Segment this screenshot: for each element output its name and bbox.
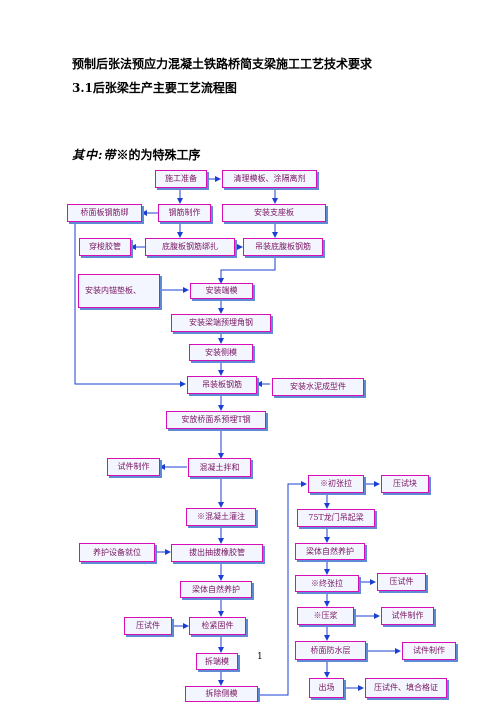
node-install-base-mold: 安装支座板 [222, 204, 326, 222]
node-rebar-fabrication: 钢筋制作 [158, 204, 211, 222]
node-construction-prep: 施工准备 [155, 170, 207, 188]
node-install-end-mold: 安装端模 [190, 283, 253, 299]
node-pull-core: 拔出抽拔橡胶管 [171, 544, 263, 562]
node-web-rebar-binding: 底腹板钢筋绑扎 [145, 238, 235, 256]
node-inspect-fix: 检紧固件 [189, 617, 246, 635]
node-test-piece-2: 试件制作 [381, 607, 434, 625]
node-leave-field: 出场 [309, 678, 344, 698]
arrow-sidemold-to-initial [258, 481, 307, 696]
document-title: 预制后张法预应力混凝土铁路桥简支梁施工工艺技术要求 [72, 57, 373, 71]
arrow-hoist-to-endmold [218, 256, 276, 284]
node-initial-tension: ※初张拉 [308, 475, 364, 493]
node-install-drain-parts: 安装水泥成型件 [272, 378, 364, 396]
node-test-piece-3: 试件制作 [402, 642, 456, 660]
node-remove-end-mold: 拆端模 [196, 653, 238, 670]
node-final-tension: ※终张拉 [295, 575, 359, 592]
section-heading: 3.1后张梁生产主要工艺流程图 [72, 81, 237, 95]
node-deck-waterproof: 桥面防水层 [295, 641, 366, 660]
node-compression-test-1: 压试件 [124, 617, 172, 635]
special-process-note: 其中:带※的为特殊工序 [72, 146, 200, 163]
note-prefix: 其中:带 [72, 148, 117, 162]
node-beam-natural-curing: 梁体自然养护 [295, 543, 365, 560]
node-install-anchor-plate: 安装内锚垫板、 [78, 274, 160, 308]
node-gantry-lift: 75T龙门吊起梁 [297, 509, 375, 527]
node-deck-rebar-binding: 桥面板钢筋绑 [67, 204, 142, 222]
node-concrete-pouring: ※混凝土灌注 [186, 508, 256, 526]
node-hoist-deck-rebar: 吊装板钢筋 [187, 376, 257, 394]
node-install-side-mold: 安装侧模 [189, 344, 253, 361]
arrow-deck-to-hoistdeck [74, 222, 186, 387]
node-install-embedded-angle: 安装梁端预埋角钢 [171, 314, 271, 332]
page-number: 1 [257, 652, 263, 662]
node-test-block: 压试块 [381, 475, 429, 493]
node-grouting: ※压浆 [297, 607, 354, 625]
node-thread-duct: 穿梭胶管 [79, 238, 131, 256]
node-curing-equipment: 养护设备就位 [79, 543, 155, 562]
node-compression-cert: 压试件、填合格证 [365, 678, 447, 698]
node-concrete-mixing: 混凝土拌和 [188, 458, 251, 477]
node-clean-mold: 清理模板、涂隔离剂 [222, 170, 317, 188]
node-hoist-web-rebar: 吊装底腹板钢筋 [243, 238, 323, 256]
node-install-deck-embedded: 安放桥面系预埋T钢 [166, 411, 266, 429]
node-remove-side-mold: 拆除侧模 [185, 686, 258, 702]
note-suffix: ※的为特殊工序 [116, 148, 201, 162]
node-compression-test-2: 压试件 [377, 573, 426, 591]
node-natural-curing: 梁体自然养护 [180, 581, 252, 598]
node-test-piece-1: 试件制作 [107, 458, 160, 476]
